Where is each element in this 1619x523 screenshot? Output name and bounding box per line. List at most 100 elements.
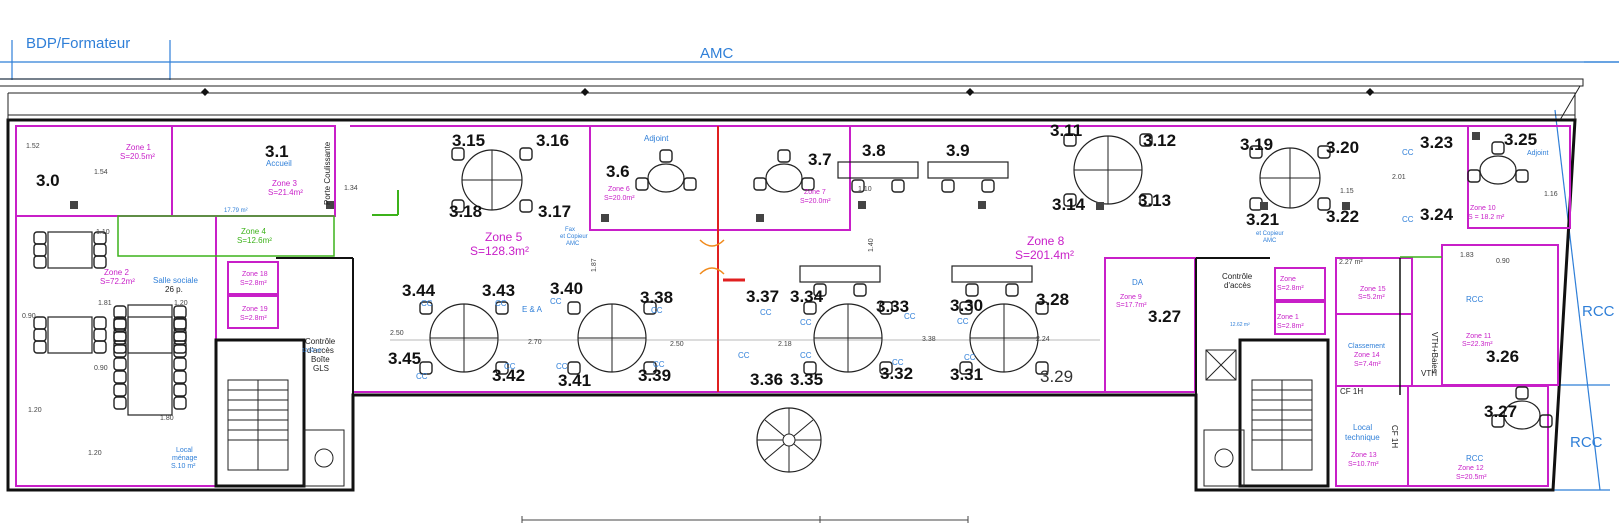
dim-label: 1.34	[344, 185, 358, 192]
round-table	[1503, 400, 1541, 430]
cc-label: CC	[495, 299, 507, 308]
room-3-9: 3.9	[946, 141, 970, 160]
office-chair-icon	[1139, 133, 1153, 147]
controle-line1: Contrôle	[305, 337, 336, 346]
scale-bar	[521, 516, 969, 523]
cc-label: CC	[653, 360, 665, 369]
dim-label: 1.10	[96, 229, 110, 236]
office-chair-icon	[941, 179, 955, 193]
column-marker	[1096, 202, 1104, 210]
cc-label: CC	[800, 351, 812, 360]
cf-1h-b: CF 1H	[1390, 425, 1399, 448]
porte-coulissante: Porte Coulissante	[323, 141, 332, 205]
room-3-15: 3.15	[452, 131, 485, 150]
zone6-name: Zone 6	[608, 186, 630, 193]
building-outline	[0, 78, 1584, 492]
office-chair-icon	[851, 179, 865, 193]
office-chair-icon	[1539, 414, 1553, 428]
office-chair-icon	[1063, 133, 1077, 147]
office-chair-icon	[959, 361, 973, 375]
cc-label: CC	[550, 297, 562, 306]
desk-row	[837, 161, 919, 179]
office-chair-icon	[965, 283, 979, 297]
zone8-name: Zone 8	[1027, 234, 1065, 248]
office-chair-icon	[567, 361, 581, 375]
dim-label: 0.90	[1496, 258, 1510, 265]
room-3-40: 3.40	[550, 279, 583, 298]
room-3-39: 3.39	[638, 366, 671, 385]
cc-label: CC	[964, 353, 976, 362]
office-chair-icon	[879, 301, 893, 315]
zone10-area: S = 18.2 m²	[1468, 214, 1505, 221]
office-chair-icon	[495, 361, 509, 375]
cf-1h-a: CF 1H	[1340, 387, 1363, 396]
room-3-7: 3.7	[808, 150, 832, 169]
zone14-name: Zone 14	[1354, 352, 1380, 359]
fire-door	[699, 239, 745, 282]
axis-marker	[201, 88, 209, 96]
cc-label: CC	[421, 299, 433, 308]
office-chair-icon	[1515, 169, 1529, 183]
office-chair-icon	[113, 340, 127, 354]
axis-marker	[581, 88, 589, 96]
office-chair-icon	[891, 179, 905, 193]
column-marker	[70, 201, 78, 209]
cc-label: CC	[760, 308, 772, 317]
local-menage-1: Local	[176, 447, 193, 454]
amc-label: AMC	[700, 45, 734, 62]
office-chair-icon	[173, 344, 187, 358]
office-chair-icon	[803, 301, 817, 315]
vth-baies: VTH+Baies	[1430, 332, 1439, 373]
dim-label: 0.90	[22, 313, 36, 320]
office-chair-icon	[1249, 145, 1263, 159]
dim-label: 2.24	[1036, 336, 1050, 343]
local-menage-2: ménage	[172, 455, 197, 462]
zone13-name: Zone 13	[1351, 452, 1377, 459]
fax-line2: et Copieur	[560, 234, 588, 240]
zone11-area: S=22.3m²	[1462, 341, 1493, 348]
office-chair-icon	[33, 328, 47, 342]
office-chair-icon	[93, 243, 107, 257]
dim-label: 0.90	[94, 365, 108, 372]
round-table	[647, 163, 685, 193]
spiral-staircase	[756, 407, 822, 473]
office-chair-icon	[643, 301, 657, 315]
zone14-area: S=7.4m²	[1354, 361, 1381, 368]
room-3-41: 3.41	[558, 371, 591, 390]
rcc-label-right-2: RCC	[1570, 434, 1603, 451]
dim-label: 2.70	[528, 339, 542, 346]
room-3-17: 3.17	[538, 202, 571, 221]
office-chair-icon	[113, 305, 127, 319]
zone12-name: Zone 12	[1458, 465, 1484, 472]
office-chair-icon	[113, 383, 127, 397]
room-3-37: 3.37	[746, 287, 779, 306]
room-3-32: 3.32	[880, 364, 913, 383]
office-chair-icon	[33, 340, 47, 354]
column-marker	[601, 214, 609, 222]
fax-line1: Fax	[565, 227, 575, 233]
office-chair-icon	[1005, 283, 1019, 297]
office-chair-icon	[33, 243, 47, 257]
dim-label: 2.50	[670, 341, 684, 348]
office-chair-icon	[1491, 414, 1505, 428]
zone11-name: Zone 11	[1466, 333, 1491, 340]
office-chair-icon	[93, 328, 107, 342]
office-chair-icon	[93, 340, 107, 354]
table	[127, 316, 173, 354]
cc-label: CC	[504, 362, 516, 371]
dim-label: 1.16	[1544, 191, 1558, 198]
internal-walls	[215, 257, 1401, 486]
zone2-area: S=72.2m²	[100, 277, 135, 286]
room-3-36: 3.36	[750, 370, 783, 389]
cc-label: CC	[800, 318, 812, 327]
cc-label: CC	[416, 372, 428, 381]
zone3-area: S=21.4m²	[268, 188, 303, 197]
room-3-26: 3.26	[1486, 347, 1519, 366]
cc-label: CC	[1402, 148, 1414, 157]
room-3-23: 3.23	[1420, 133, 1453, 152]
zone5-name: Zone 5	[485, 230, 523, 244]
room-3-19: 3.19	[1240, 135, 1273, 154]
office-chair-icon	[33, 231, 47, 245]
office-chair-icon	[173, 396, 187, 410]
office-chair-icon	[659, 149, 673, 163]
